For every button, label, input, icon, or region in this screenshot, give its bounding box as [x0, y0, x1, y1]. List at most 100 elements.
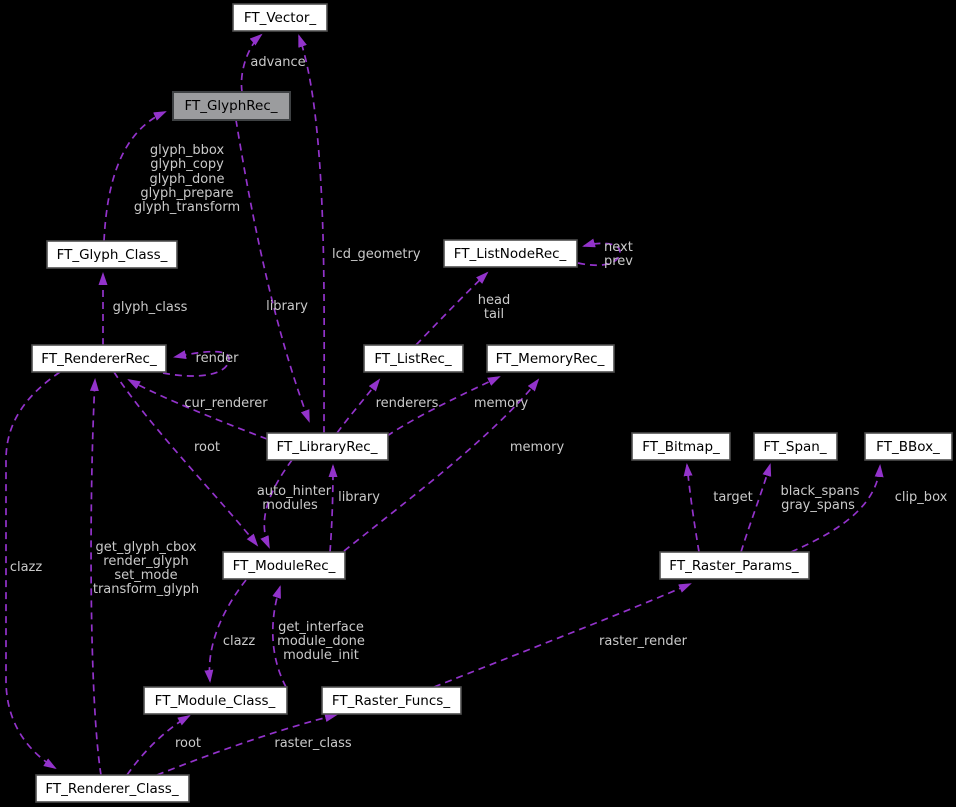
node-box-ft-bitmap[interactable]: [631, 432, 731, 461]
node-label-ft-glyph-class[interactable]: FT_Glyph_Class_: [57, 247, 168, 263]
node-ft-span[interactable]: FT_Span_: [753, 432, 838, 461]
node-box-ft-span[interactable]: [753, 432, 838, 461]
node-ft-vector[interactable]: FT_Vector_: [232, 3, 328, 32]
edge-label-tail: tail: [484, 307, 504, 322]
node-ft-raster-params[interactable]: FT_Raster_Params_: [659, 551, 810, 580]
node-ft-raster-funcs[interactable]: FT_Raster_Funcs_: [321, 686, 462, 715]
edge-cur-renderer: [127, 379, 268, 440]
node-box-ft-glyphrec[interactable]: [172, 91, 291, 121]
edge-label-clazz-module: clazz: [223, 634, 256, 649]
node-label-ft-bbox[interactable]: FT_BBox_: [876, 439, 940, 455]
edge-label-prev: prev: [604, 254, 633, 269]
node-label-ft-memoryrec[interactable]: FT_MemoryRec_: [496, 351, 605, 367]
edge-label-transform-glyph: transform_glyph: [93, 582, 199, 597]
edge-label-library-module: library: [338, 490, 380, 505]
edge-label-raster-render: raster_render: [599, 634, 688, 649]
node-box-ft-renderer-class[interactable]: [35, 774, 190, 803]
node-label-ft-listrec[interactable]: FT_ListRec_: [374, 351, 452, 367]
edge-label-cur-renderer: cur_renderer: [184, 396, 268, 411]
node-box-ft-modulerec[interactable]: [222, 551, 346, 580]
edge-label-glyph-done: glyph_done: [150, 172, 225, 187]
edge-renderers: [336, 378, 381, 434]
edge-label-black-spans: black_spans: [780, 484, 859, 499]
edge-renderer-funcs: [89, 378, 102, 776]
edge-label-clazz-renderer: clazz: [10, 560, 43, 575]
node-ft-modulerec[interactable]: FT_ModuleRec_: [222, 551, 346, 580]
edge-label-glyph-prepare: glyph_prepare: [140, 186, 233, 201]
edge-label-glyph-class: glyph_class: [113, 300, 188, 315]
edge-root-from-renderer-class: [126, 714, 191, 776]
edge-label-head: head: [478, 293, 510, 308]
node-box-ft-bbox[interactable]: [864, 432, 953, 461]
node-ft-libraryrec[interactable]: FT_LibraryRec_: [266, 432, 389, 461]
node-ft-bbox[interactable]: FT_BBox_: [864, 432, 953, 461]
edge-label-clip-box: clip_box: [895, 490, 948, 505]
edge-label-gray-spans: gray_spans: [781, 498, 855, 513]
edge-black-gray-spans: [740, 463, 772, 553]
node-box-ft-listnoderec[interactable]: [443, 239, 578, 268]
node-box-ft-vector[interactable]: [232, 3, 328, 32]
node-ft-rendererrec[interactable]: FT_RendererRec_: [31, 344, 167, 373]
node-label-ft-rendererrec[interactable]: FT_RendererRec_: [41, 351, 157, 367]
edge-label-render-glyph: render_glyph: [103, 554, 188, 569]
edge-label-get-interface: get_interface: [278, 620, 364, 635]
edge-lcd-geometry: [298, 34, 326, 434]
node-ft-memoryrec[interactable]: FT_MemoryRec_: [486, 344, 615, 373]
edge-label-lcd-geometry: lcd_geometry: [332, 247, 421, 262]
edge-library-from-glyphrec: [235, 119, 310, 423]
node-box-ft-glyph-class[interactable]: [46, 240, 178, 269]
edge-head-tail: [415, 271, 489, 346]
edge-label-renderers: renderers: [376, 396, 439, 411]
edge-layer: [5, 33, 884, 776]
edge-label-root-class: root: [175, 736, 201, 751]
node-ft-module-class[interactable]: FT_Module_Class_: [143, 686, 288, 715]
edge-library-from-module: [328, 464, 338, 553]
edge-label-module-init: module_init: [283, 648, 359, 663]
node-label-ft-raster-funcs[interactable]: FT_Raster_Funcs_: [332, 693, 450, 709]
node-label-ft-listnoderec[interactable]: FT_ListNodeRec_: [454, 246, 567, 262]
node-label-ft-span[interactable]: FT_Span_: [763, 439, 826, 455]
node-label-ft-glyphrec[interactable]: FT_GlyphRec_: [184, 98, 277, 114]
node-ft-glyphrec[interactable]: FT_GlyphRec_: [172, 91, 291, 121]
node-box-ft-raster-params[interactable]: [659, 551, 810, 580]
node-box-ft-raster-funcs[interactable]: [321, 686, 462, 715]
edge-label-glyph-copy: glyph_copy: [150, 157, 224, 172]
edge-auto-hinter-modules: [260, 459, 293, 549]
node-box-ft-libraryrec[interactable]: [266, 432, 389, 461]
node-box-ft-listrec[interactable]: [363, 344, 464, 373]
node-ft-listrec[interactable]: FT_ListRec_: [363, 344, 464, 373]
edge-root-from-rendererrec: [113, 371, 259, 547]
edge-label-next: next: [604, 240, 633, 255]
node-label-ft-libraryrec[interactable]: FT_LibraryRec_: [277, 439, 378, 455]
edge-label-render: render: [196, 351, 240, 366]
node-label-ft-module-class[interactable]: FT_Module_Class_: [155, 693, 276, 709]
edge-memory-from-module: [343, 378, 540, 552]
node-box-ft-rendererrec[interactable]: [31, 344, 167, 373]
edge-next-prev-self-loop: [577, 238, 621, 267]
node-ft-listnoderec[interactable]: FT_ListNodeRec_: [443, 239, 578, 268]
edge-raster-class: [156, 713, 338, 776]
node-label-ft-bitmap[interactable]: FT_Bitmap_: [642, 439, 720, 455]
edge-memory-from-library: [386, 376, 501, 437]
edge-module-funcs: [271, 585, 287, 688]
edge-label-memory-module: memory: [510, 440, 565, 455]
node-label-ft-raster-params[interactable]: FT_Raster_Params_: [669, 558, 799, 574]
edge-label-glyph-transform: glyph_transform: [134, 200, 240, 215]
edge-label-modules: modules: [262, 498, 318, 513]
node-ft-renderer-class[interactable]: FT_Renderer_Class_: [35, 774, 190, 803]
edge-raster-render: [433, 583, 692, 688]
node-label-ft-vector[interactable]: FT_Vector_: [244, 10, 317, 26]
node-label-ft-modulerec[interactable]: FT_ModuleRec_: [233, 558, 336, 574]
node-ft-glyph-class[interactable]: FT_Glyph_Class_: [46, 240, 178, 269]
node-box-ft-module-class[interactable]: [143, 686, 288, 715]
node-ft-bitmap[interactable]: FT_Bitmap_: [631, 432, 731, 461]
node-box-ft-memoryrec[interactable]: [486, 344, 615, 373]
edge-label-set-mode: set_mode: [114, 568, 177, 583]
edge-label-auto-hinter: auto_hinter: [257, 484, 332, 499]
edge-clazz-from-module: [204, 579, 247, 683]
node-label-ft-renderer-class[interactable]: FT_Renderer_Class_: [45, 781, 178, 797]
edge-label-memory-library: memory: [474, 396, 529, 411]
edge-clazz-from-rendererrec: [5, 371, 61, 770]
